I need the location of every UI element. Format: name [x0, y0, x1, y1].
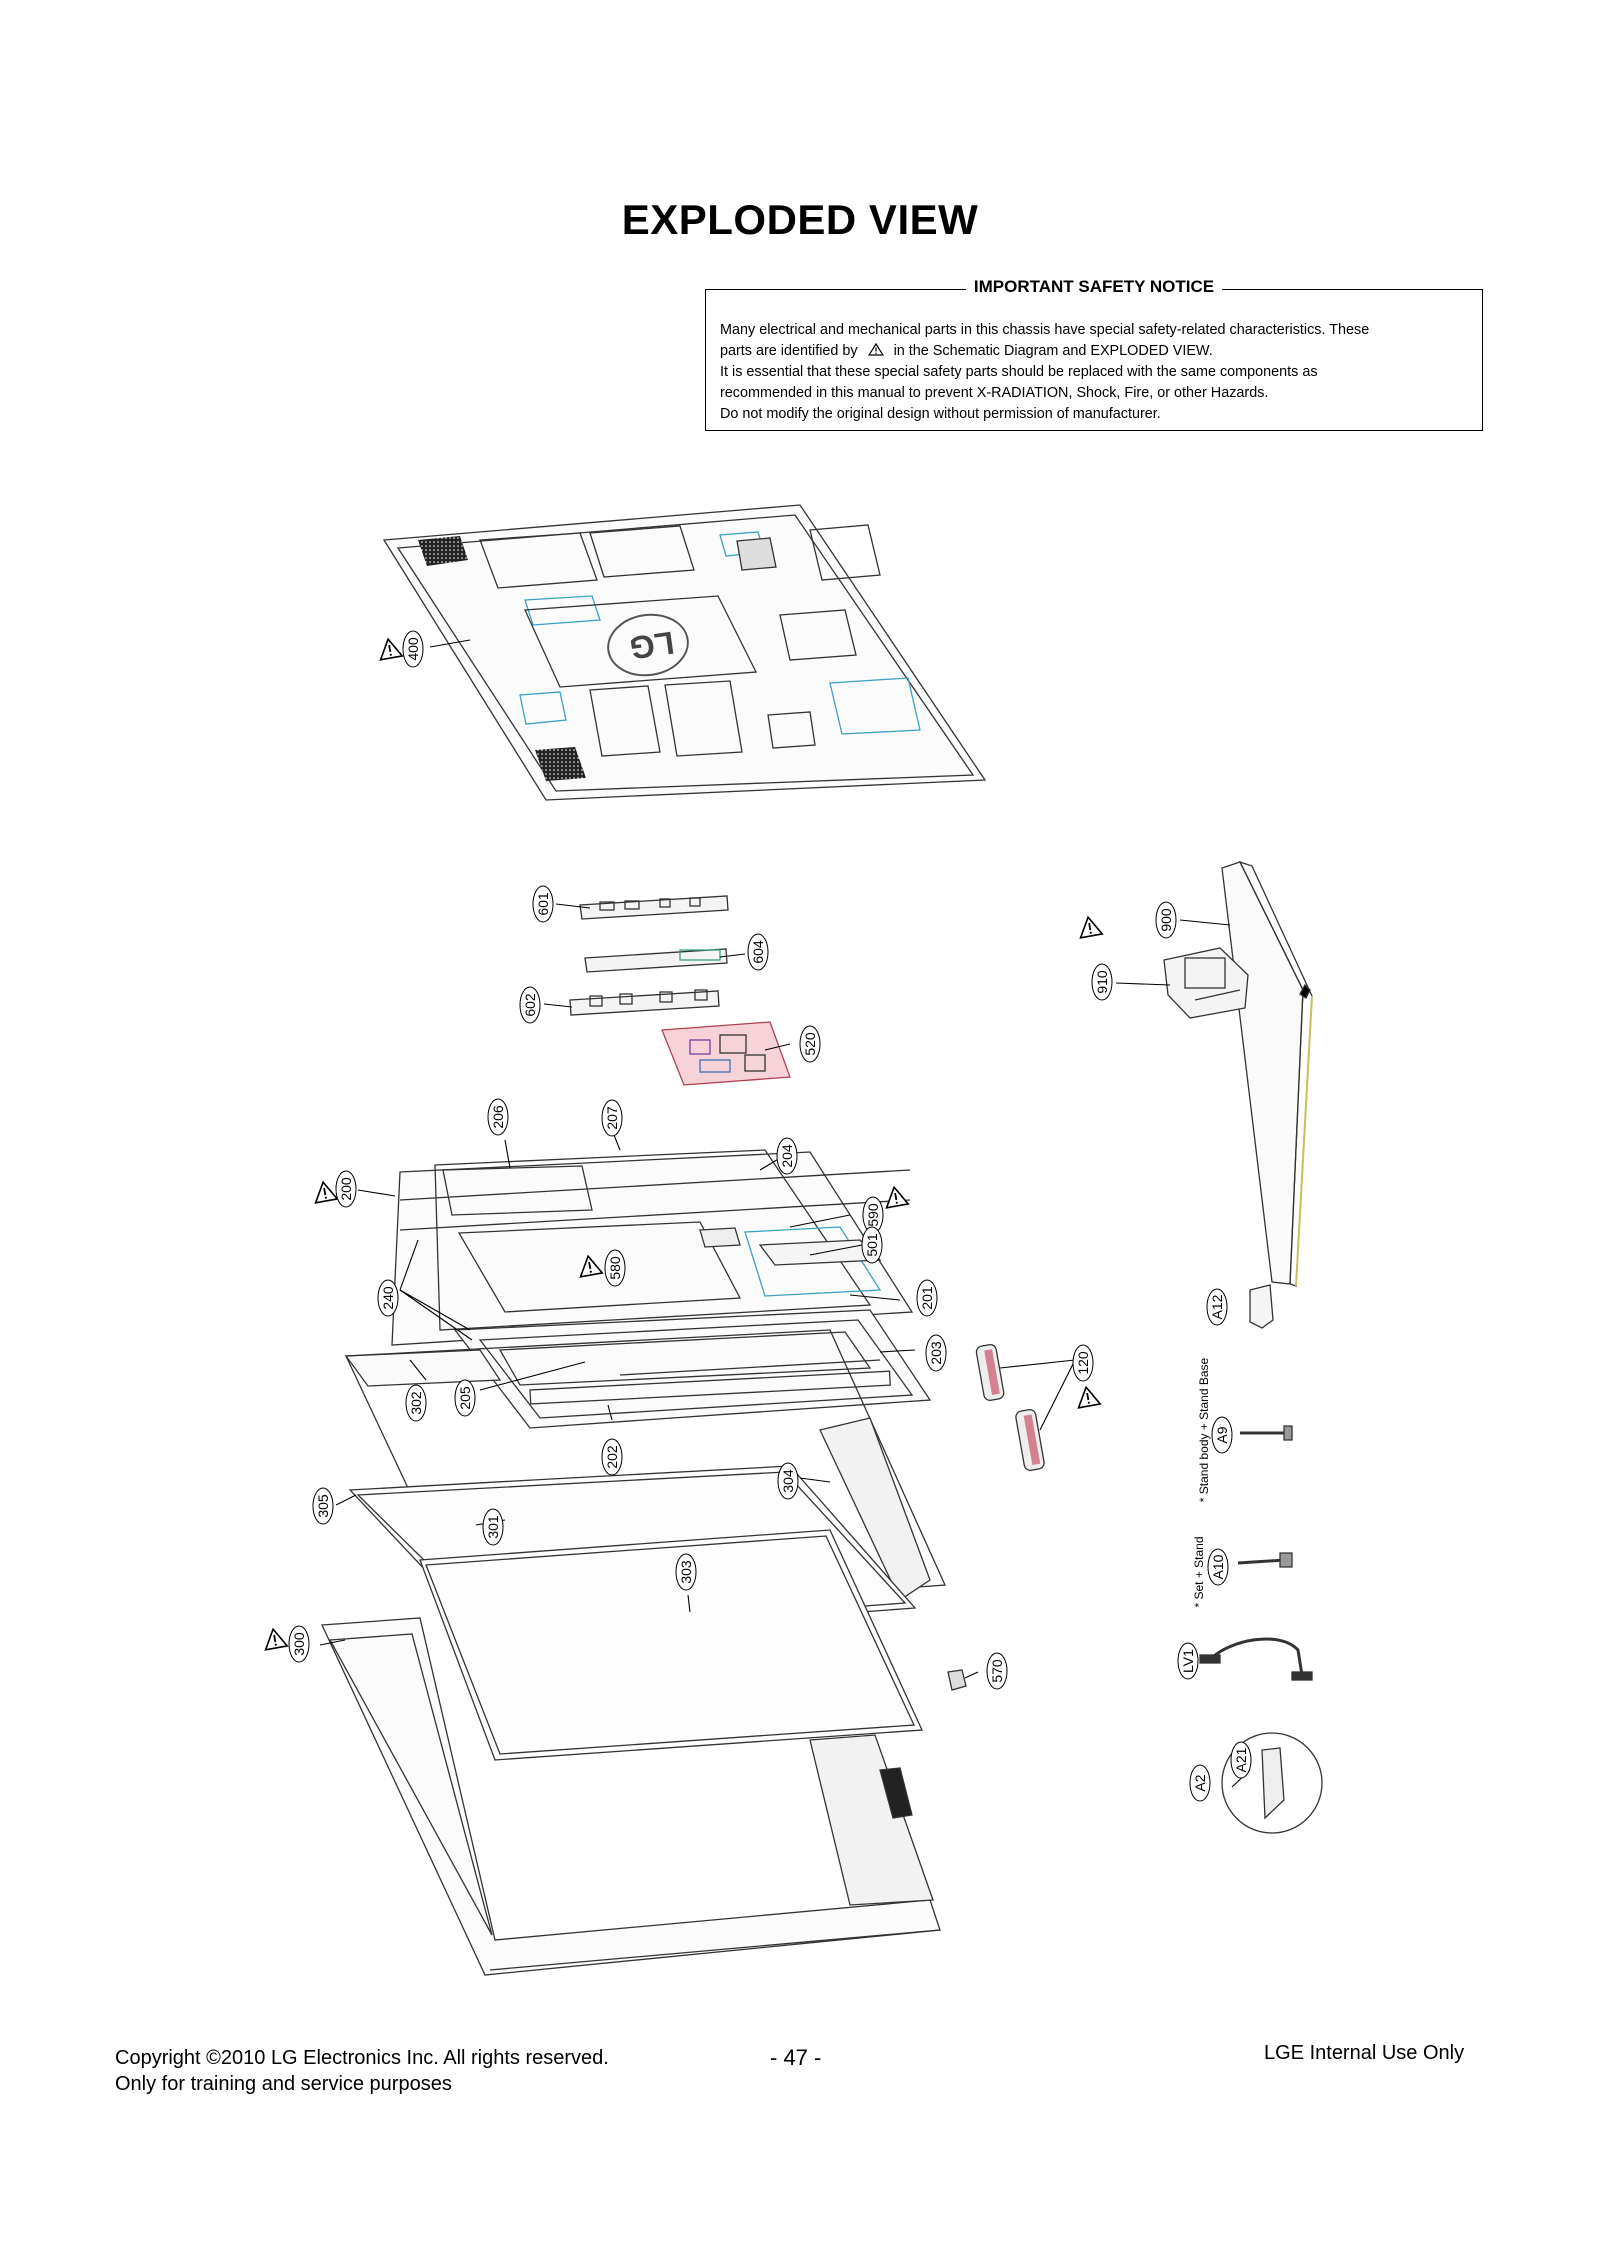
svg-text:602: 602: [522, 993, 538, 1017]
middle-frame: [453, 1309, 932, 1429]
part-label-501: 501: [861, 1226, 883, 1264]
svg-text:303: 303: [678, 1560, 694, 1584]
part-label-602: 602: [519, 986, 541, 1024]
svg-text:910: 910: [1094, 970, 1110, 994]
back-cover: LG: [382, 504, 987, 801]
svg-text:120: 120: [1075, 1351, 1091, 1375]
panel-frame: [344, 1329, 946, 1621]
detail-a21: [1221, 1732, 1323, 1834]
note-set-stand: * Set + Stand: [1192, 1536, 1206, 1607]
svg-text:400: 400: [405, 637, 421, 661]
part-label-300: 300: [288, 1625, 310, 1663]
ir-sensor: [947, 1669, 967, 1691]
svg-text:304: 304: [780, 1469, 796, 1493]
part-label-305: 305: [312, 1487, 334, 1525]
part-label-604: 604: [747, 933, 769, 971]
svg-text:590: 590: [865, 1203, 881, 1227]
copyright-text: Copyright ©2010 LG Electronics Inc. All …: [115, 2047, 609, 2069]
svg-text:501: 501: [864, 1233, 880, 1257]
part-label-205: 205: [454, 1379, 476, 1417]
stand: [1163, 860, 1313, 1287]
part-label-520: 520: [799, 1025, 821, 1063]
svg-text:206: 206: [490, 1105, 506, 1129]
svg-text:300: 300: [291, 1632, 307, 1656]
svg-text:200: 200: [338, 1177, 354, 1201]
training-text: Only for training and service purposes: [115, 2073, 452, 2095]
part-label-207: 207: [601, 1099, 623, 1137]
front-cover: [321, 1617, 941, 1976]
part-label-120: 120: [1072, 1344, 1094, 1382]
safety-notice-title: IMPORTANT SAFETY NOTICE: [965, 277, 1223, 296]
part-label-400: 400: [402, 630, 424, 668]
svg-text:204: 204: [779, 1144, 795, 1168]
svg-text:205: 205: [457, 1386, 473, 1410]
svg-text:580: 580: [607, 1256, 623, 1280]
notice-line-1: Many electrical and mechanical parts in …: [720, 322, 1370, 338]
lg-logo-text: LG: [627, 625, 676, 667]
part-label-200: 200: [335, 1170, 357, 1208]
part-label-201: 201: [916, 1279, 938, 1317]
svg-text:305: 305: [315, 1494, 331, 1518]
svg-text:301: 301: [485, 1515, 501, 1539]
svg-text:604: 604: [750, 940, 766, 964]
safety-notice-box: IMPORTANT SAFETY NOTICE Many electrical …: [705, 277, 1483, 431]
part-label-202: 202: [601, 1438, 623, 1476]
part-label-204: 204: [776, 1137, 798, 1175]
svg-text:207: 207: [604, 1106, 620, 1130]
part-label-206: 206: [487, 1098, 509, 1136]
lcd-panel: [419, 1529, 923, 1761]
svg-text:302: 302: [408, 1391, 424, 1415]
svg-text:520: 520: [802, 1032, 818, 1056]
part-label-301: 301: [482, 1508, 504, 1546]
svg-text:A10: A10: [1210, 1554, 1226, 1579]
svg-text:A12: A12: [1209, 1294, 1225, 1319]
svg-text:202: 202: [604, 1445, 620, 1469]
svg-text:601: 601: [535, 892, 551, 916]
part-label-240: 240: [377, 1279, 399, 1317]
svg-text:LV1: LV1: [1180, 1649, 1196, 1673]
svg-text:A9: A9: [1214, 1426, 1230, 1443]
part-label-304: 304: [777, 1462, 799, 1500]
part-label-LV1: LV1: [1177, 1642, 1199, 1680]
page-title: EXPLODED VIEW: [621, 196, 979, 243]
notice-line-5: Do not modify the original design withou…: [720, 406, 1161, 422]
svg-text:203: 203: [928, 1341, 944, 1365]
svg-text:240: 240: [380, 1286, 396, 1310]
part-label-A12: A12: [1206, 1288, 1228, 1326]
footer-left: Copyright ©2010 LG Electronics Inc. All …: [115, 2045, 609, 2097]
internal-use-text: LGE Internal Use Only: [1264, 2042, 1465, 2064]
note-stand-body: * Stand body + Stand Base: [1197, 1357, 1211, 1502]
lvds-cable: [1199, 1637, 1313, 1681]
part-label-900: 900: [1155, 901, 1177, 939]
svg-text:570: 570: [989, 1659, 1005, 1683]
safety-notice-text: Many electrical and mechanical parts in …: [720, 320, 1469, 425]
part-label-302: 302: [405, 1384, 427, 1422]
part-label-590: 590: [862, 1196, 884, 1234]
page-number: - 47 -: [770, 2045, 822, 2070]
speakers: [975, 1343, 1045, 1471]
svg-text:A2: A2: [1192, 1774, 1208, 1791]
inner-frame: [391, 1149, 914, 1346]
warning-triangle-icon: [867, 343, 884, 356]
part-label-580: 580: [604, 1249, 626, 1287]
part-label-570: 570: [986, 1652, 1008, 1690]
part-label-A21: A21: [1230, 1741, 1252, 1779]
part-label-A2: A2: [1189, 1764, 1211, 1802]
part-label-601: 601: [532, 885, 554, 923]
svg-text:201: 201: [919, 1286, 935, 1310]
part-label-303: 303: [675, 1553, 697, 1591]
svg-text:900: 900: [1158, 908, 1174, 932]
part-label-A9: A9: [1211, 1416, 1233, 1454]
stand-screws: [1237, 1284, 1293, 1568]
main-board: [661, 1021, 791, 1086]
notice-line-4: recommended in this manual to prevent X-…: [720, 385, 1269, 401]
part-label-203: 203: [925, 1334, 947, 1372]
svg-text:A21: A21: [1233, 1747, 1249, 1772]
notice-line-3: It is essential that these special safet…: [720, 364, 1318, 380]
notice-line-2: parts are identified by in the Schematic…: [720, 343, 1213, 359]
control-boards: [569, 895, 729, 1016]
part-label-A10: A10: [1207, 1548, 1229, 1586]
part-label-910: 910: [1091, 963, 1113, 1001]
